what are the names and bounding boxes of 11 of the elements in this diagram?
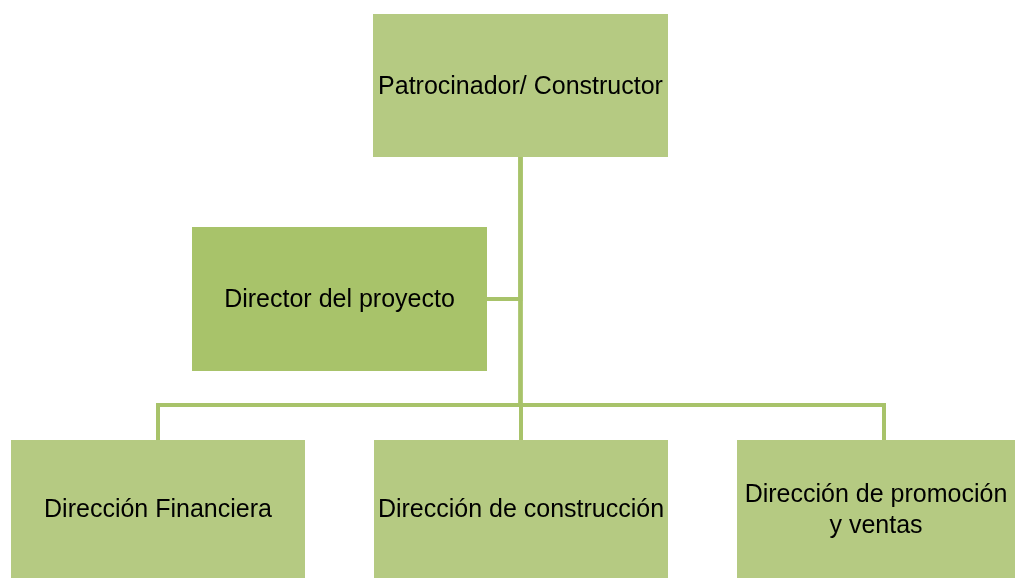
connector-line [518,157,886,440]
node-label: Dirección Financiera [44,493,272,525]
node-label: Dirección de promoción y ventas [743,477,1009,540]
org-box [374,440,668,578]
sponsor-box [373,14,668,157]
node-label: Director del proyecto [224,283,455,315]
org-box [11,440,305,578]
org-box [192,227,487,371]
node-label: Dirección de construcción [377,493,665,525]
node-label: Patrocinador/ Constructor [378,69,663,101]
org-box [737,440,1015,578]
